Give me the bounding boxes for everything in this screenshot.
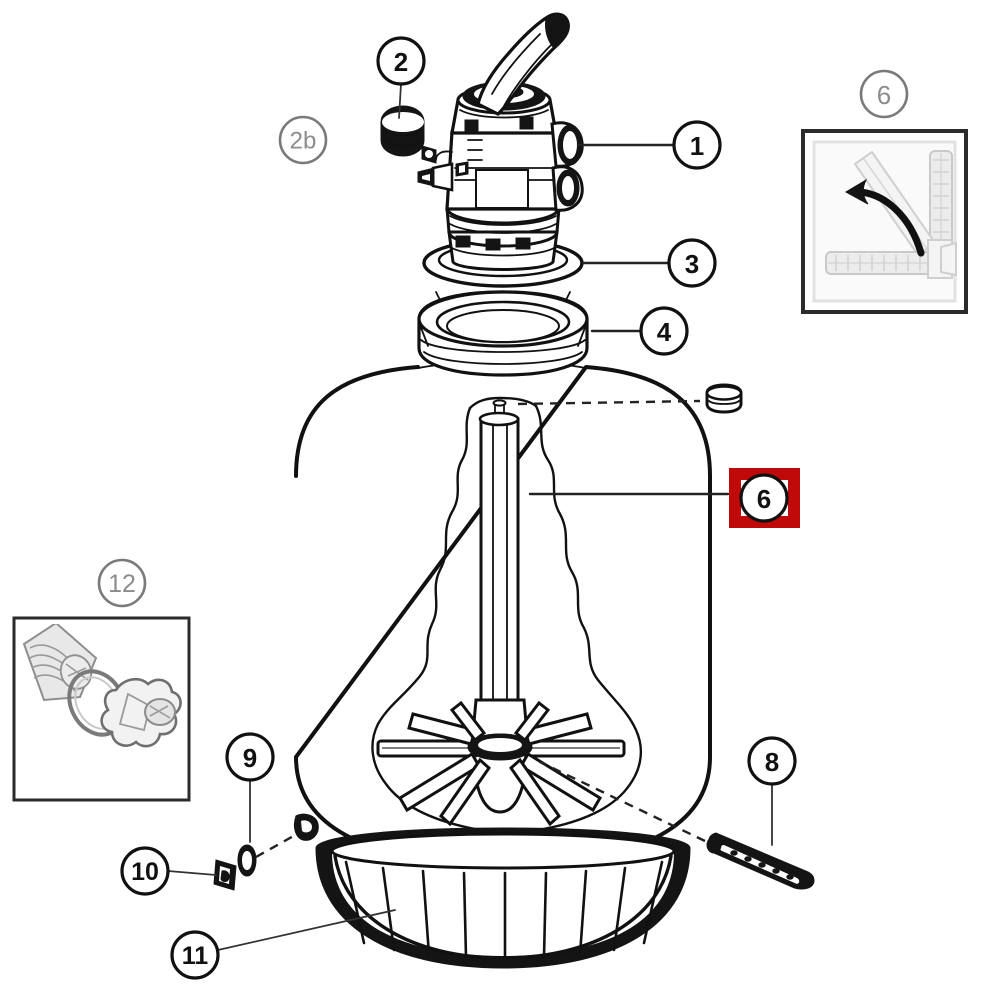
callout-6-inset-label: 6 [877, 80, 891, 110]
callout-8[interactable]: 8 [747, 736, 797, 786]
callout-12[interactable]: 12 [97, 558, 147, 608]
pressure-gauge [380, 105, 437, 164]
tank-drain-boss [293, 813, 319, 841]
callout-12-label: 12 [108, 570, 136, 598]
callout-2b[interactable]: 2b [278, 115, 328, 165]
inset-horizontal-lateral [825, 251, 937, 275]
clamp-lock-ring [417, 290, 589, 377]
callout-2[interactable]: 2 [376, 36, 426, 86]
lateral-hub-assembly [376, 698, 626, 827]
callout-6-inset[interactable]: 6 [859, 69, 909, 119]
callout-4-label: 4 [657, 317, 672, 347]
valve-handle-lever [476, 12, 570, 116]
callout-6-highlighted[interactable]: 6 [739, 473, 789, 523]
lateral-finger [539, 760, 815, 890]
callout-1[interactable]: 1 [672, 120, 722, 170]
inset-drain-knob [100, 677, 182, 748]
callout-2b-label: 2b [290, 128, 317, 155]
callout-3[interactable]: 3 [667, 238, 717, 288]
standpipe-cap-plug [517, 383, 743, 414]
leader-lines [167, 83, 773, 951]
callout-6-label: 6 [757, 484, 771, 514]
callout-11[interactable]: 11 [170, 930, 220, 980]
callout-1-label: 1 [690, 131, 704, 161]
multiport-valve-body [417, 81, 584, 271]
valve-port-upper [550, 121, 584, 168]
valve-port-lower [551, 165, 584, 212]
curved-rotation-arrow [844, 178, 925, 257]
callout-2-label: 2 [394, 47, 408, 77]
callout-11-label: 11 [182, 942, 209, 970]
lateral-inner-lower-right [509, 757, 561, 827]
valve-side-boss [417, 162, 454, 192]
inset-hub-block [927, 239, 957, 279]
drain-cap [213, 859, 237, 891]
callout-4[interactable]: 4 [639, 306, 689, 356]
lateral-hub-collar [467, 733, 533, 761]
drain-cap-o-ring [237, 827, 307, 877]
callout-10[interactable]: 10 [120, 846, 170, 896]
inset-threaded-body [22, 624, 98, 702]
callout-10-label: 10 [131, 858, 159, 886]
lateral-inner-lower-left [439, 757, 491, 827]
callout-8-label: 8 [765, 747, 779, 777]
callout-9-label: 9 [243, 743, 257, 773]
callout-9[interactable]: 9 [225, 732, 275, 782]
filter-base-skirt [315, 827, 691, 969]
callout-3-label: 3 [685, 249, 699, 279]
